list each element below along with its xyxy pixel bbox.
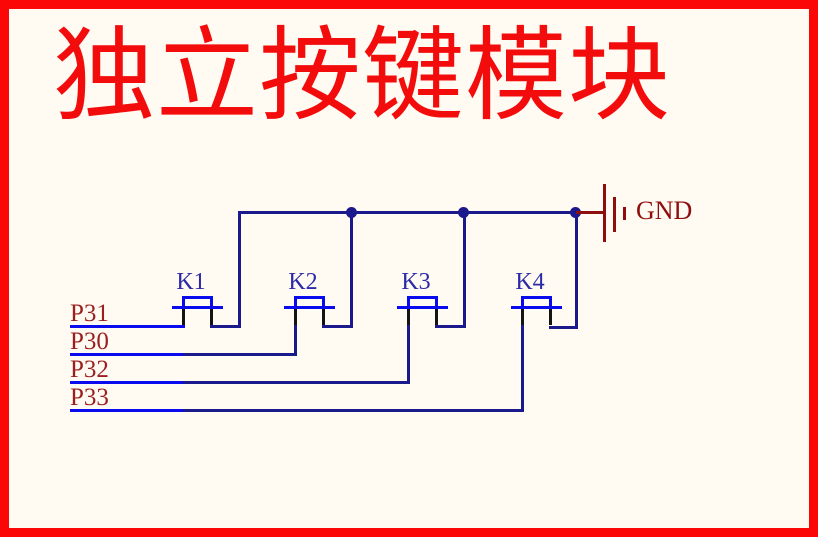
k1-button-contact: [172, 306, 223, 309]
k3-bus-riser-wire: [463, 211, 466, 328]
k2-bus-riser-wire: [350, 211, 353, 328]
k3-pin: [407, 309, 410, 325]
k2-button-contact: [284, 306, 335, 309]
p33-riser-wire: [521, 324, 524, 412]
k4-button-actuator: [521, 296, 552, 307]
k4-bus-riser-wire: [575, 211, 578, 329]
port-wire-p30: [70, 353, 185, 356]
k3-link-wire: [435, 325, 466, 328]
k3-button-contact: [397, 306, 448, 309]
ground-lead-wire: [576, 211, 604, 214]
port-wire-p33: [70, 409, 185, 412]
port-label-p30: P30: [70, 328, 109, 355]
k1-button-actuator: [182, 296, 213, 307]
port-label-p31: P31: [70, 300, 109, 327]
p30-riser-wire: [294, 324, 297, 356]
k4-button-contact: [511, 306, 562, 309]
button-designator-k1: K1: [176, 269, 206, 295]
k1-bus-riser-wire: [238, 211, 241, 328]
p33-extension-wire: [183, 409, 523, 412]
button-designator-k3: K3: [401, 269, 431, 295]
schematic-title: 独立按键模块: [53, 21, 671, 134]
k3-button-actuator: [407, 296, 438, 307]
k1-pin: [210, 309, 213, 325]
k4-pin: [521, 309, 524, 325]
k4-link-wire: [549, 326, 578, 329]
ground-symbol-bar-large: [603, 184, 606, 242]
button-designator-k4: K4: [515, 269, 545, 295]
p30-extension-wire: [183, 353, 297, 356]
k2-button-actuator: [294, 296, 325, 307]
k2-pin: [322, 309, 325, 325]
k1-pin: [182, 309, 185, 325]
k2-link-wire: [322, 325, 353, 328]
button-designator-k2: K2: [288, 269, 318, 295]
port-wire-p31: [70, 325, 185, 328]
ground-symbol-bar-small: [623, 207, 626, 220]
k3-pin: [435, 309, 438, 325]
port-label-p32: P32: [70, 356, 109, 383]
ground-label: GND: [636, 196, 693, 225]
p32-riser-wire: [407, 324, 410, 384]
port-label-p33: P33: [70, 384, 109, 411]
k1-link-wire: [210, 325, 241, 328]
port-wire-p32: [70, 381, 185, 384]
k2-pin: [294, 309, 297, 325]
ground-bus-wire: [238, 211, 579, 214]
p32-extension-wire: [183, 381, 410, 384]
k4-pin: [549, 309, 552, 325]
ground-symbol-bar-medium: [613, 197, 616, 232]
